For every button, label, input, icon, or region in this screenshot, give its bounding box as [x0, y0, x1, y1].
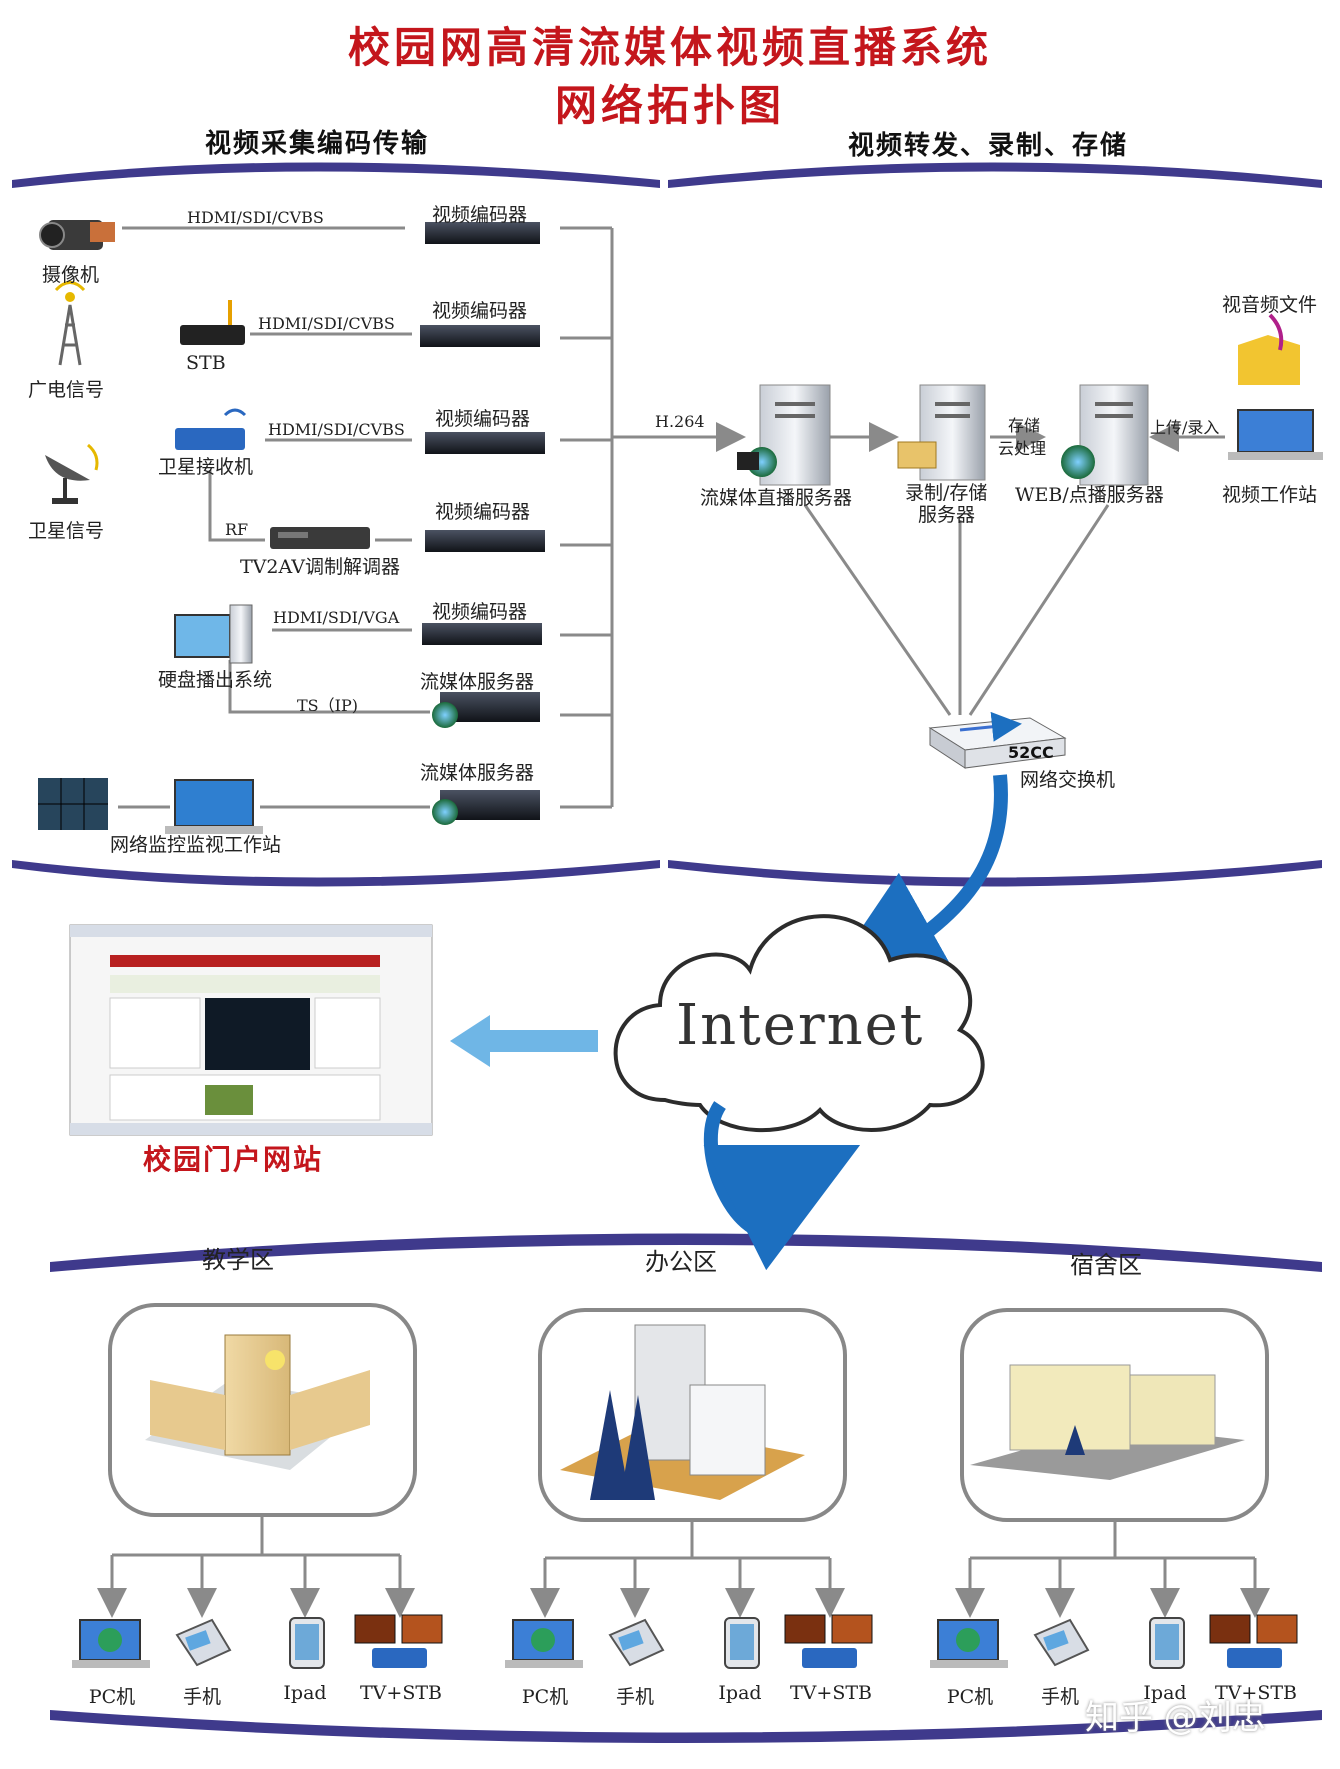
pc-device-icon — [930, 1619, 1008, 1668]
stb-icon — [180, 300, 245, 345]
h264-label: H.264 — [655, 412, 705, 431]
encoder-label-1: 视频编码器 — [432, 204, 528, 226]
tablet-device-icon — [1149, 1617, 1185, 1669]
demodulator-icon — [270, 527, 370, 549]
page-title: 校园网高清流媒体视频直播系统 — [347, 23, 992, 72]
broadcast-tower-icon — [54, 281, 86, 366]
section-storage-title: 视频转发、录制、存储 — [848, 131, 1129, 161]
device-label-phone: 手机 — [182, 1686, 221, 1708]
stream-server-label-1: 流媒体服务器 — [420, 671, 535, 693]
internet-cloud-icon — [613, 914, 985, 1133]
section-capture-title: 视频采集编码传输 — [205, 129, 430, 159]
device-label-tablet: Ipad — [718, 1682, 762, 1704]
stb-label: STB — [186, 352, 226, 374]
device-label-tv: TV+STB — [1215, 1682, 1297, 1704]
camera-label: 摄像机 — [42, 264, 100, 286]
satellite-signal-label: 卫星信号 — [28, 520, 105, 542]
tablet-device-icon — [289, 1617, 325, 1669]
demodulator-label: TV2AV调制解调器 — [240, 556, 400, 578]
portal-screenshot — [69, 924, 433, 1136]
page-subtitle: 网络拓扑图 — [554, 81, 785, 130]
teaching-building-icon — [145, 1334, 370, 1470]
av-files-icon — [1238, 313, 1300, 385]
zone-distribution-lines — [97, 1515, 1270, 1618]
video-wall-icon — [38, 778, 108, 830]
encoder-label-4: 视频编码器 — [435, 501, 531, 523]
device-label-tv: TV+STB — [790, 1682, 872, 1704]
device-label-phone: 手机 — [615, 1686, 654, 1708]
stream-server-devices — [432, 692, 540, 825]
record-server-label-1: 录制/存储 — [905, 482, 988, 504]
ts-label: TS（IP) — [297, 696, 358, 715]
phone-device-icon — [1033, 1618, 1090, 1667]
dormitory-building-icon — [970, 1364, 1245, 1480]
phone-device-icon — [608, 1618, 665, 1667]
upload-label: 上传/录入 — [1150, 418, 1220, 437]
encoder-devices — [420, 222, 545, 645]
right-connection-lines — [803, 422, 1225, 716]
playout-pc-icon — [174, 604, 253, 664]
phone-device-icon — [175, 1618, 232, 1667]
device-label-tablet: Ipad — [1143, 1682, 1187, 1704]
workstation-label: 视频工作站 — [1222, 484, 1318, 506]
link-label-1: HDMI/SDI/CVBS — [187, 208, 324, 227]
tablet-device-icon — [724, 1617, 760, 1669]
record-server-icon — [897, 384, 986, 481]
watermark: 知乎 @刘忠 — [1085, 1698, 1266, 1738]
internet-label: Internet — [676, 993, 925, 1058]
sat-receiver-label: 卫星接收机 — [158, 456, 254, 478]
encoder-label-2: 视频编码器 — [432, 300, 528, 322]
device-label-phone: 手机 — [1040, 1686, 1079, 1708]
tv-device-icon — [354, 1614, 443, 1668]
pc-device-icon — [72, 1619, 150, 1668]
switch-label: 网络交换机 — [1020, 769, 1116, 791]
portal-arrow — [450, 1015, 598, 1067]
satellite-receiver-icon — [175, 408, 247, 450]
portal-label: 校园门户网站 — [143, 1143, 324, 1176]
satellite-dish-icon — [45, 443, 99, 504]
record-server-label-2: 服务器 — [918, 504, 976, 526]
device-label-tablet: Ipad — [283, 1682, 327, 1704]
link-label-3: HDMI/SDI/CVBS — [268, 420, 405, 439]
live-server-label: 流媒体直播服务器 — [700, 487, 853, 509]
device-label-tv: TV+STB — [360, 1682, 442, 1704]
pc-device-icon — [505, 1619, 583, 1668]
office-building-icon — [560, 1324, 805, 1500]
tv-device-icon — [784, 1614, 873, 1668]
network-switch-icon — [928, 711, 1067, 769]
monitor-laptop-icon — [165, 779, 263, 834]
switch-model: 52CC — [1008, 743, 1054, 762]
camera-icon — [39, 220, 115, 250]
web-server-icon — [1061, 384, 1149, 486]
end-device-icons — [72, 1614, 1298, 1669]
zone-teaching-title: 教学区 — [202, 1246, 274, 1274]
av-files-label: 视音频文件 — [1222, 294, 1318, 316]
workstation-laptop-icon — [1228, 409, 1323, 460]
tv-device-icon — [1209, 1614, 1298, 1668]
web-server-label: WEB/点播服务器 — [1015, 484, 1164, 506]
zone-dorm-title: 宿舍区 — [1070, 1251, 1142, 1279]
zone-office-title: 办公区 — [645, 1248, 717, 1276]
device-label-pc: PC机 — [946, 1686, 994, 1708]
store-label: 存储 — [1008, 416, 1041, 435]
link-label-2: HDMI/SDI/CVBS — [258, 314, 395, 333]
cloud-process-label: 云处理 — [998, 439, 1047, 458]
playout-label: 硬盘播出系统 — [158, 669, 273, 691]
device-label-pc: PC机 — [88, 1686, 136, 1708]
stream-server-label-2: 流媒体服务器 — [420, 762, 535, 784]
broadcast-label: 广电信号 — [28, 379, 105, 401]
link-label-5: HDMI/SDI/VGA — [273, 608, 400, 627]
encoder-label-3: 视频编码器 — [435, 408, 531, 430]
left-connection-lines — [118, 226, 746, 809]
rf-label: RF — [225, 520, 249, 539]
monitor-label: 网络监控监视工作站 — [110, 834, 282, 856]
device-label-pc: PC机 — [521, 1686, 569, 1708]
encoder-label-5: 视频编码器 — [432, 601, 528, 623]
internet-to-zones-arrow — [703, 1101, 861, 1271]
live-server-icon — [737, 384, 831, 486]
